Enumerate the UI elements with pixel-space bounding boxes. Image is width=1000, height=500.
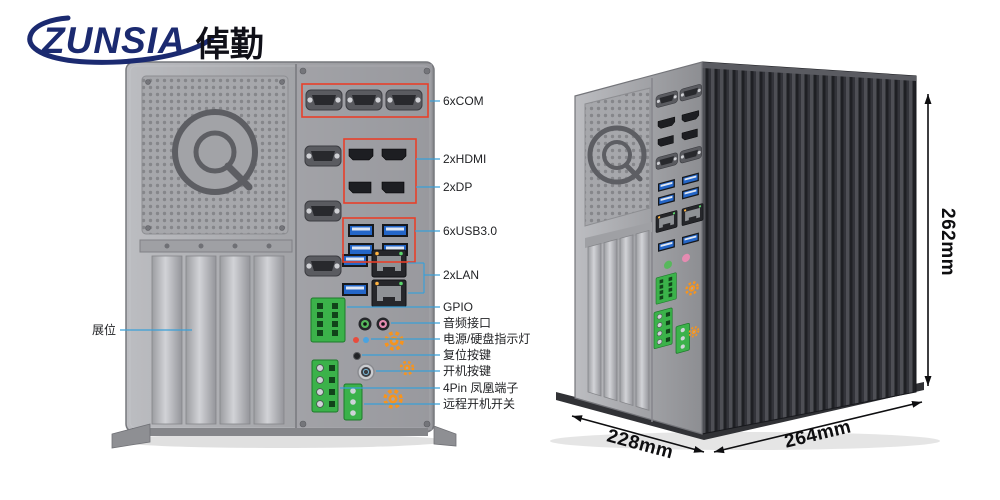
expansion-slots <box>151 243 285 425</box>
callout-6xcom: 6xCOM <box>443 94 484 108</box>
brand-name: ZUNSIA <box>42 20 186 61</box>
front-view-shadow <box>112 434 448 448</box>
brand-emblem-icon <box>172 109 258 195</box>
callout-leds: 电源/硬盘指示灯 <box>443 332 531 346</box>
perspective-view-device <box>556 61 924 440</box>
reset-button <box>353 352 361 360</box>
callout-power: 开机按键 <box>443 364 492 378</box>
ports-perspective <box>653 83 704 355</box>
callout-lines <box>120 100 440 405</box>
gpio-terminal <box>310 297 346 343</box>
callout-audio: 音频接口 <box>443 316 492 330</box>
vent-panel <box>141 75 289 235</box>
callout-phoenix: 4Pin 凤凰端子 <box>443 381 519 395</box>
logo-swoosh-icon <box>27 15 215 65</box>
heatsink-fins <box>701 61 917 435</box>
callout-reset: 复位按键 <box>443 348 492 362</box>
callout-2xdp: 2xDP <box>443 180 473 194</box>
width-dimension-line <box>571 415 705 453</box>
bottom-flange <box>132 428 428 436</box>
vent-panel-perspective <box>584 87 651 227</box>
callout-2xhdmi: 2xHDMI <box>443 152 487 166</box>
brand-name-cn: 倬勤 <box>195 25 264 64</box>
power-button <box>357 363 375 381</box>
panel-screws <box>145 67 431 428</box>
audio-jacks <box>358 317 390 331</box>
highlight-boxes <box>301 83 429 263</box>
depth-dimension-line <box>713 400 923 454</box>
callout-2xlan: 2xLAN <box>443 268 480 282</box>
callout-gpio: GPIO <box>443 300 474 314</box>
brand-logo: ZUNSIA 倬勤 <box>26 12 264 70</box>
highlight-box-hdmi-dp <box>343 138 417 204</box>
callout-remote: 远程开机开关 <box>443 397 516 411</box>
indicator-leds <box>353 337 369 343</box>
highlight-box-com <box>301 83 429 118</box>
mount-foot-left <box>111 423 151 449</box>
callout-6xusb3: 6xUSB3.0 <box>443 224 498 238</box>
mount-foot-right <box>433 425 457 447</box>
dimension-lines <box>571 94 932 454</box>
expansion-slots-perspective <box>587 229 650 411</box>
callout-expansion: 展位 <box>92 323 117 337</box>
highlight-box-usb <box>342 217 416 263</box>
retention-bar <box>139 239 293 253</box>
dimension-height: 262mm <box>937 208 958 276</box>
front-view-device <box>111 61 457 449</box>
